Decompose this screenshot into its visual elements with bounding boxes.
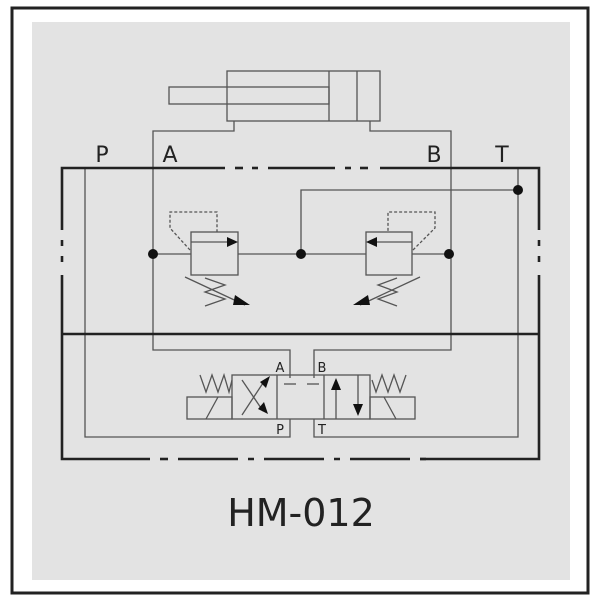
solenoid-right	[369, 396, 416, 420]
port-label-p: P	[95, 143, 108, 168]
valve-port-t: T	[317, 423, 326, 438]
line-p	[84, 168, 291, 438]
cylinder	[168, 70, 381, 122]
spring-right	[371, 373, 407, 395]
valve-port-b: B	[318, 361, 327, 376]
manifold-block	[60, 166, 541, 461]
line-tank-return	[300, 189, 518, 254]
diagram-title: HM-012	[227, 491, 375, 535]
line-t	[313, 168, 519, 438]
relief-valve-right	[353, 211, 436, 307]
valve-port-p: P	[276, 423, 284, 438]
junction-dots	[148, 185, 523, 259]
diagram-background	[32, 22, 570, 580]
valve-port-a: A	[276, 361, 285, 376]
spring-left	[199, 372, 233, 395]
hydraulic-lines	[84, 121, 519, 438]
line-a	[152, 121, 291, 378]
port-label-t: T	[494, 143, 509, 168]
solenoid-left	[186, 396, 233, 420]
line-b	[313, 121, 452, 378]
port-label-b: B	[426, 143, 441, 168]
relief-valve-left	[169, 211, 250, 307]
directional-valve	[186, 372, 416, 420]
port-label-a: A	[162, 143, 177, 168]
